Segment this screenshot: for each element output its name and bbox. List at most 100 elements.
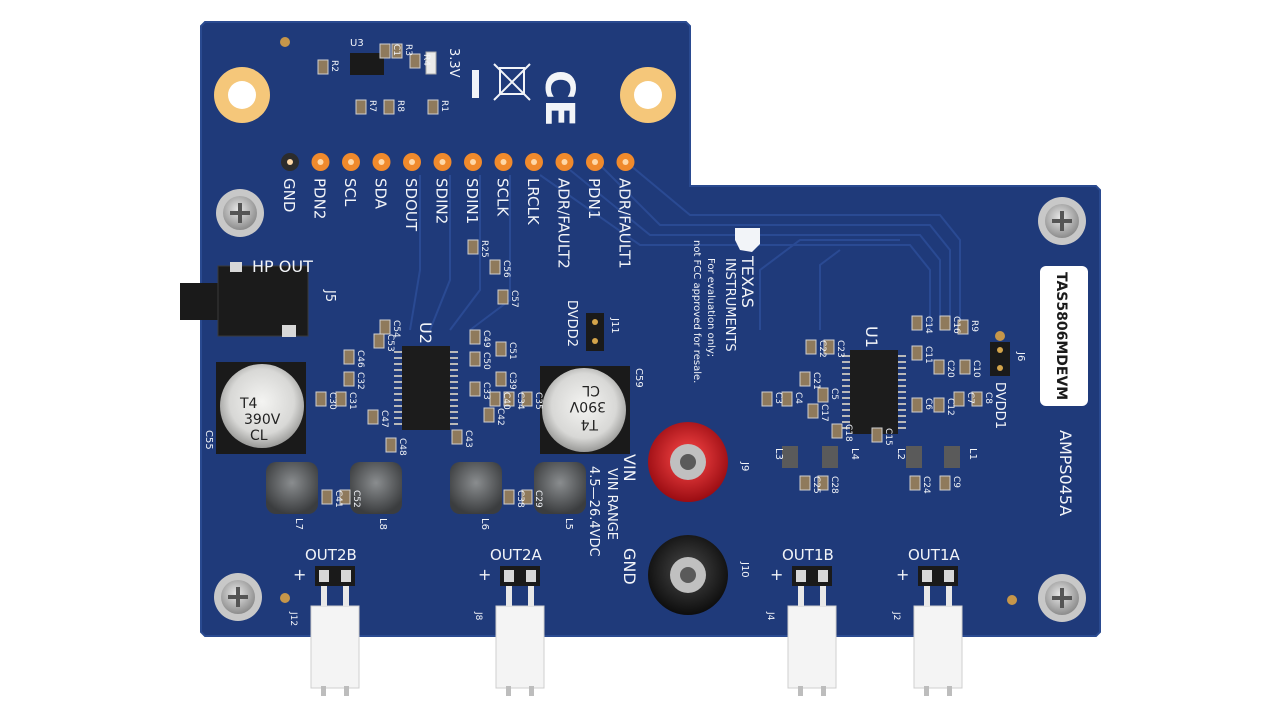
component-ref-label: C1 (391, 44, 401, 56)
screw-top-left (216, 189, 264, 237)
output-label: OUT1B (782, 546, 834, 564)
header-pin-label: LRCLK (524, 178, 542, 226)
component-ref-label: C31 (347, 392, 357, 410)
smd-part (335, 391, 347, 407)
component-ref-label: C4 (793, 392, 803, 404)
test-point (280, 593, 290, 603)
component-ref-label: C17 (819, 404, 829, 422)
jumper-j11-label: DVDD2 (564, 300, 579, 347)
header-pin-center (500, 159, 507, 165)
header-pin-label: SDOUT (402, 178, 420, 232)
model-label: TAS5806MDEVM (1053, 272, 1069, 400)
component-ref-label: C29 (533, 490, 543, 508)
component-ref-label: R1 (439, 100, 449, 112)
output-connector[interactable] (495, 566, 545, 696)
c55-ref: C55 (203, 430, 214, 450)
smd-part (831, 423, 843, 439)
smd-part (521, 391, 533, 407)
polarity-plus: + (770, 565, 783, 584)
header-pin-center (287, 159, 293, 165)
header-pin-label: ADR/FAULT1 (616, 178, 634, 269)
c55-mark-1: T4 (239, 396, 258, 412)
smd-part (799, 371, 811, 387)
smd-part (339, 489, 351, 505)
smd-part (911, 397, 923, 413)
header-pin-label: SDIN1 (463, 178, 481, 224)
component-ref-label: R4 (421, 54, 431, 66)
output-connector[interactable] (913, 566, 963, 696)
led-3v3 (425, 51, 437, 75)
output-ref: J4 (765, 611, 775, 621)
inductor-l5 (534, 462, 586, 514)
smd-part (959, 359, 971, 375)
smd-part (379, 43, 391, 59)
component-ref-label: C35 (533, 392, 543, 410)
component-ref-label: C6 (923, 398, 933, 410)
chip-u3 (350, 53, 384, 75)
mount-hole-top-right (620, 67, 676, 123)
component-ref-label: C32 (355, 372, 365, 390)
pcb-traces (409, 164, 961, 331)
gnd-binding-post[interactable] (648, 535, 728, 615)
jumper-j11[interactable] (586, 313, 604, 351)
smd-part (781, 391, 793, 407)
header-pin-center (378, 159, 385, 165)
component-ref-label: R9 (969, 320, 979, 332)
smd-part (933, 359, 945, 375)
smd-part (469, 351, 481, 367)
inductor-label: L4 (849, 448, 860, 460)
smd-part (343, 349, 355, 365)
smd-part (495, 341, 507, 357)
component-ref-label: R7 (367, 100, 377, 112)
test-point (280, 37, 290, 47)
vin-range-1: VIN RANGE (604, 468, 619, 540)
vin-binding-post[interactable] (648, 422, 728, 502)
component-ref-label: R3 (403, 44, 413, 56)
header-pin-label: PDN1 (585, 178, 603, 219)
gnd-ref: J10 (739, 561, 750, 578)
vin-label: VIN (620, 454, 639, 482)
ce-mark: CE (536, 70, 582, 127)
smd-part (909, 475, 921, 491)
smd-part (451, 429, 463, 445)
polarity-plus: + (478, 565, 491, 584)
smd-part (805, 339, 817, 355)
smd-part (489, 259, 501, 275)
vin-range-2: 4.5—26.4VDC (586, 466, 601, 557)
weee-bin-icon (493, 63, 531, 101)
output-connector[interactable] (310, 566, 360, 696)
component-ref-label: C12 (945, 398, 955, 416)
output-ref: J12 (288, 611, 298, 626)
component-ref-label: C42 (495, 408, 505, 426)
test-point (995, 331, 1005, 341)
jumper-j6[interactable] (990, 342, 1010, 376)
output-label: OUT2B (305, 546, 357, 564)
screw-bottom-left (214, 573, 262, 621)
smd-part (939, 315, 951, 331)
screw-top-right (1038, 197, 1086, 245)
header-pin-center (622, 159, 629, 165)
component-ref-label: C3 (773, 392, 783, 404)
headphone-jack[interactable] (180, 262, 309, 337)
smd-part (817, 475, 829, 491)
supply-label: 3.3V (446, 48, 461, 78)
smd-part (489, 391, 501, 407)
component-ref-label: C38 (515, 490, 525, 508)
smd-part (355, 99, 367, 115)
inductor-label: L3 (773, 448, 784, 460)
component-ref-label: C25 (811, 476, 821, 494)
inductor-label: L6 (479, 518, 490, 530)
header-pin-center (561, 159, 568, 165)
mount-hole-top-left (214, 67, 270, 123)
output-connector[interactable] (787, 566, 837, 696)
smd-part (503, 489, 515, 505)
component-ref-label: C57 (509, 290, 519, 308)
smd-part (957, 319, 969, 335)
component-ref-label: C15 (883, 428, 893, 446)
smd-part (391, 43, 403, 59)
component-ref-label: C5 (829, 388, 839, 400)
component-ref-label: C43 (463, 430, 473, 448)
